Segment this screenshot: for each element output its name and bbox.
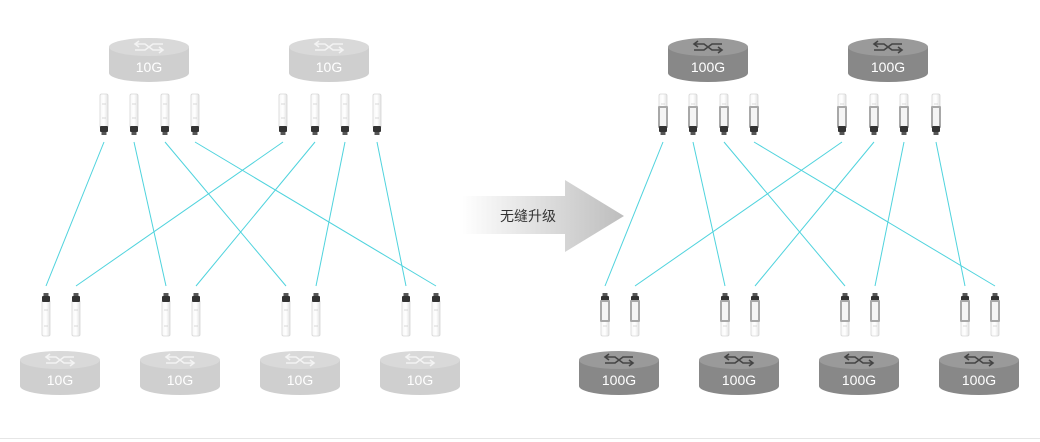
fiber-link	[604, 141, 664, 287]
left-uplink-transceiver-2	[129, 93, 139, 135]
left-access-switch-2: 10G	[140, 351, 220, 395]
left-downlink-transceiver-7	[401, 293, 411, 337]
switch-speed-label: 100G	[871, 59, 905, 75]
fiber-link	[634, 141, 843, 287]
left-downlink-transceiver-2	[71, 293, 81, 337]
left-uplink-transceiver-4	[190, 93, 200, 135]
switch-speed-label: 100G	[722, 372, 756, 388]
switch-arrows-icon	[603, 353, 635, 367]
switch-speed-label: 10G	[316, 59, 342, 75]
right-downlink-transceiver-8	[990, 293, 1000, 337]
switch-speed-label: 100G	[962, 372, 996, 388]
left-access-switch-1: 10G	[20, 351, 100, 395]
left-uplink-transceiver-1	[99, 93, 109, 135]
left-uplink-transceiver-8	[372, 93, 382, 135]
left-uplink-transceiver-5	[278, 93, 288, 135]
right-uplink-transceiver-3	[719, 93, 729, 135]
fiber-link	[723, 141, 846, 287]
fiber-link	[935, 141, 966, 287]
switch-arrows-icon	[313, 40, 345, 54]
right-downlink-transceiver-7	[960, 293, 970, 337]
left-downlink-transceiver-8	[431, 293, 441, 337]
upgrade-arrow: 无缝升级	[462, 180, 624, 252]
fiber-link	[874, 141, 905, 287]
left-downlink-transceiver-1	[41, 293, 51, 337]
right-downlink-transceiver-3	[720, 293, 730, 337]
switch-speed-label: 10G	[407, 372, 433, 388]
switch-speed-label: 100G	[691, 59, 725, 75]
switch-speed-label: 100G	[842, 372, 876, 388]
fiber-link	[753, 141, 996, 287]
left-downlink-transceiver-5	[281, 293, 291, 337]
fiber-link	[692, 141, 726, 287]
switch-speed-label: 10G	[47, 372, 73, 388]
switch-arrows-icon	[723, 353, 755, 367]
switch-speed-label: 10G	[136, 59, 162, 75]
left-access-switch-4: 10G	[380, 351, 460, 395]
switches: 10G 10G 10G 10G 10G 10G 100G 100G 100G 100G 100G 10…	[20, 38, 1019, 395]
fiber-link	[164, 141, 287, 287]
right-downlink-transceiver-6	[870, 293, 880, 337]
fiber-link	[75, 141, 284, 287]
left-downlink-transceiver-4	[191, 293, 201, 337]
right-uplink-transceiver-1	[658, 93, 668, 135]
switch-arrows-icon	[284, 353, 316, 367]
right-core-switch-2: 100G	[848, 38, 928, 82]
switch-arrows-icon	[843, 353, 875, 367]
right-downlink-transceiver-5	[840, 293, 850, 337]
fiber-link	[315, 141, 346, 287]
switch-arrows-icon	[692, 40, 724, 54]
switch-arrows-icon	[133, 40, 165, 54]
switch-speed-label: 10G	[167, 372, 193, 388]
right-downlink-transceiver-4	[750, 293, 760, 337]
right-core-switch-1: 100G	[668, 38, 748, 82]
right-uplink-transceiver-6	[869, 93, 879, 135]
right-access-switch-1: 100G	[579, 351, 659, 395]
switch-speed-label: 10G	[287, 372, 313, 388]
switch-speed-label: 100G	[602, 372, 636, 388]
right-uplink-transceiver-5	[837, 93, 847, 135]
right-access-switch-3: 100G	[819, 351, 899, 395]
switch-arrows-icon	[404, 353, 436, 367]
fiber-link	[45, 141, 105, 287]
fiber-link	[194, 141, 437, 287]
right-uplink-transceiver-8	[931, 93, 941, 135]
bottom-divider	[0, 438, 1040, 439]
left-core-switch-2: 10G	[289, 38, 369, 82]
right-downlink-transceiver-2	[630, 293, 640, 337]
left-downlink-transceiver-3	[161, 293, 171, 337]
transceiver-modules	[41, 93, 1000, 337]
fiber-link	[195, 141, 316, 287]
switch-arrows-icon	[963, 353, 995, 367]
left-core-switch-1: 10G	[109, 38, 189, 82]
right-access-switch-4: 100G	[939, 351, 1019, 395]
left-access-switch-3: 10G	[260, 351, 340, 395]
right-uplink-transceiver-2	[688, 93, 698, 135]
right-uplink-transceiver-4	[749, 93, 759, 135]
right-access-switch-2: 100G	[699, 351, 779, 395]
fiber-link	[376, 141, 407, 287]
fiber-link	[133, 141, 167, 287]
fiber-links	[45, 141, 996, 287]
left-uplink-transceiver-3	[160, 93, 170, 135]
switch-arrows-icon	[872, 40, 904, 54]
switch-arrows-icon	[44, 353, 76, 367]
left-uplink-transceiver-6	[310, 93, 320, 135]
left-uplink-transceiver-7	[340, 93, 350, 135]
upgrade-arrow-label: 无缝升级	[500, 208, 556, 224]
switch-arrows-icon	[164, 353, 196, 367]
right-uplink-transceiver-7	[899, 93, 909, 135]
fiber-link	[754, 141, 875, 287]
left-downlink-transceiver-6	[311, 293, 321, 337]
right-downlink-transceiver-1	[600, 293, 610, 337]
